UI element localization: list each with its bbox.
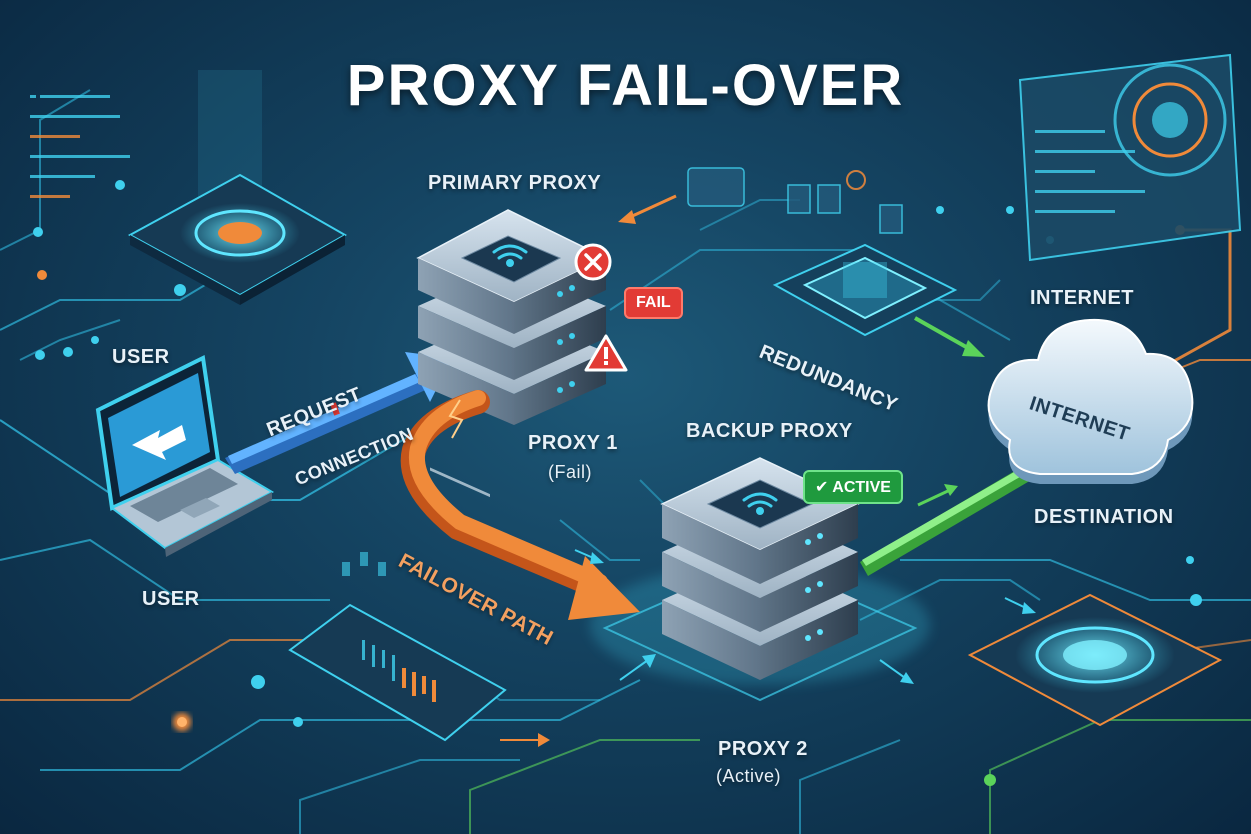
- active-badge: ✔ ACTIVE: [803, 470, 903, 504]
- user-label-top: USER: [112, 346, 170, 368]
- proxy2-state-label: (Active): [716, 766, 782, 786]
- wifi-icon: [742, 492, 778, 515]
- x-circle-icon: [574, 243, 612, 281]
- fail-badge-label: FAIL: [636, 294, 671, 311]
- active-badge-label: ACTIVE: [832, 479, 891, 496]
- success-arrow-small: [917, 484, 958, 507]
- warning-triangle-icon: [584, 334, 628, 372]
- destination-label: DESTINATION: [1034, 506, 1174, 528]
- redundancy-arrow: [914, 316, 985, 357]
- primary-proxy-label: PRIMARY PROXY: [428, 172, 602, 194]
- fail-badge: FAIL: [624, 287, 683, 319]
- floating-cards: [687, 167, 903, 234]
- failover-arrow: [400, 390, 640, 620]
- glow-platform-bottom-right: [967, 593, 1223, 727]
- check-icon: ✔: [815, 479, 833, 496]
- incoming-arrow: [618, 194, 677, 224]
- internet-label-top: INTERNET: [1030, 287, 1134, 309]
- dashboard-panel-bottom-left: [288, 552, 507, 742]
- wifi-icon: [492, 244, 528, 267]
- redundancy-platform: [772, 243, 958, 337]
- internet-cloud: [987, 318, 1194, 484]
- proxy2-label: PROXY 2: [718, 738, 808, 760]
- proxy1-state-label: (Fail): [548, 462, 592, 482]
- code-panel-top-left: [30, 95, 130, 198]
- backup-proxy-label: BACKUP PROXY: [686, 420, 853, 442]
- primary-proxy-server: [416, 209, 608, 498]
- user-laptop: [95, 354, 275, 557]
- diagram-title: PROXY FAIL-OVER: [346, 53, 905, 118]
- user-label-bottom: USER: [142, 588, 200, 610]
- glow-platform-top-left: [127, 70, 348, 305]
- dashboard-panel-top-right: [1018, 53, 1242, 262]
- proxy1-label: PROXY 1: [528, 432, 618, 454]
- backup-proxy-server: [660, 457, 860, 680]
